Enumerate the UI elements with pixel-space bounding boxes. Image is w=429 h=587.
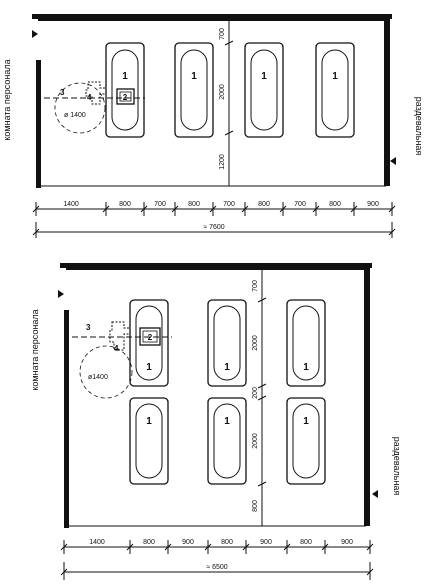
- plan2-vdim: 200: [252, 387, 259, 399]
- plan1-hdim: 1400: [63, 201, 79, 208]
- plan1-equipment-outline: [85, 81, 107, 105]
- plan1-tub-number: 1: [332, 71, 338, 82]
- plan1-bathtub: 1: [105, 42, 145, 138]
- plan1-hdim: 800: [329, 201, 341, 208]
- plan1-tub-number: 1: [122, 71, 128, 82]
- plan1-tub-number: 1: [191, 71, 197, 82]
- plan1-vdim: 700: [219, 28, 226, 40]
- plan1-door-left-icon: [32, 30, 38, 38]
- plan1-hdim: 700: [294, 201, 306, 208]
- plan2-tub-number: 1: [146, 416, 152, 427]
- plan1-right-wall: [384, 14, 390, 186]
- plan2-hdim: 900: [341, 539, 353, 546]
- plan1-hdim-ticks: [32, 202, 396, 216]
- plan2-diameter-label: ø1400: [88, 374, 108, 381]
- plan1-vdim: 1200: [219, 154, 226, 170]
- plan1-label-3: 3: [60, 88, 65, 97]
- plan1-bathtub: 1: [174, 42, 214, 138]
- plan1-door-right-icon: [390, 157, 396, 165]
- plan1-service-radius: [54, 82, 106, 134]
- plan1-total-width: ≈ 7600: [203, 224, 224, 231]
- plan2-bathtub: 1: [286, 299, 326, 387]
- plan2-hdim: 900: [260, 539, 272, 546]
- plan2-vdim: 2000: [252, 335, 259, 351]
- plan1-tub-number: 1: [261, 71, 267, 82]
- plan2-hdim: 900: [182, 539, 194, 546]
- plan-1: комната персонала раздевальная 1 1 1 1 2: [2, 14, 424, 238]
- plan2-bathtub: 1: [207, 299, 247, 387]
- plan2-top-wall: [60, 263, 372, 268]
- plan1-hdim: 800: [188, 201, 200, 208]
- plan2-label-4: 4: [114, 344, 119, 353]
- plan2-hdim: 800: [221, 539, 233, 546]
- plan2-tub-number: 1: [303, 362, 309, 373]
- plan2-vdim: 800: [252, 500, 259, 512]
- plan2-bathtub: 1: [207, 397, 247, 485]
- plan1-diameter-label: ø 1400: [64, 112, 86, 119]
- plan2-bathtub: 1: [129, 299, 169, 387]
- plan2-door-right-icon: [372, 490, 378, 498]
- plan2-tub-number: 1: [224, 416, 230, 427]
- plan1-left-wall: [36, 60, 41, 188]
- plan1-hdim: 700: [223, 201, 235, 208]
- plan2-changing-room-label: раздевальная: [392, 437, 402, 496]
- plan2-left-wall: [64, 310, 69, 528]
- plan1-hdim: 900: [367, 201, 379, 208]
- plan2-staff-room-label: комната персонала: [30, 309, 40, 390]
- plan1-bathtub: 1: [315, 42, 355, 138]
- plan2-top-wall-inner: [66, 268, 366, 270]
- plan1-box-2: [116, 88, 135, 105]
- plan2-door-left-icon: [58, 290, 64, 298]
- plan2-label-3: 3: [86, 323, 91, 332]
- plan1-vdim: 2000: [219, 84, 226, 100]
- plan1-bathtub: 1: [244, 42, 284, 138]
- plan1-top-wall-inner: [38, 19, 386, 21]
- plan2-hdim: 800: [300, 539, 312, 546]
- plan1-label-4: 4: [87, 93, 92, 102]
- plan2-hdim-ticks: [60, 540, 374, 554]
- plan1-hdim: 800: [258, 201, 270, 208]
- plan2-bathtub: 1: [129, 397, 169, 485]
- plan2-total-width: ≈ 6500: [206, 564, 227, 571]
- plan2-service-radius: [79, 345, 133, 399]
- plan2-hdim: 800: [143, 539, 155, 546]
- plan2-label-2: 2: [148, 333, 153, 342]
- plan1-top-wall: [32, 14, 392, 19]
- plan2-tub-number: 1: [146, 362, 152, 373]
- plan1-staff-room-label: комната персонала: [2, 59, 12, 140]
- plan2-tub-number: 1: [224, 362, 230, 373]
- plan2-equipment-outline: [109, 321, 131, 351]
- plan2-bathtub: 1: [286, 397, 326, 485]
- plan2-vdim: 2000: [252, 433, 259, 449]
- plan2-right-wall: [364, 263, 370, 526]
- plan2-tub-number: 1: [303, 416, 309, 427]
- plan-2: комната персонала раздевальная 1 1 1 1: [30, 263, 402, 580]
- plan1-hdim: 700: [154, 201, 166, 208]
- plan1-changing-room-label: раздевальная: [414, 97, 424, 156]
- plan2-vdim: 700: [252, 280, 259, 292]
- plan1-hdim: 800: [119, 201, 131, 208]
- plan2-hdim: 1400: [89, 539, 105, 546]
